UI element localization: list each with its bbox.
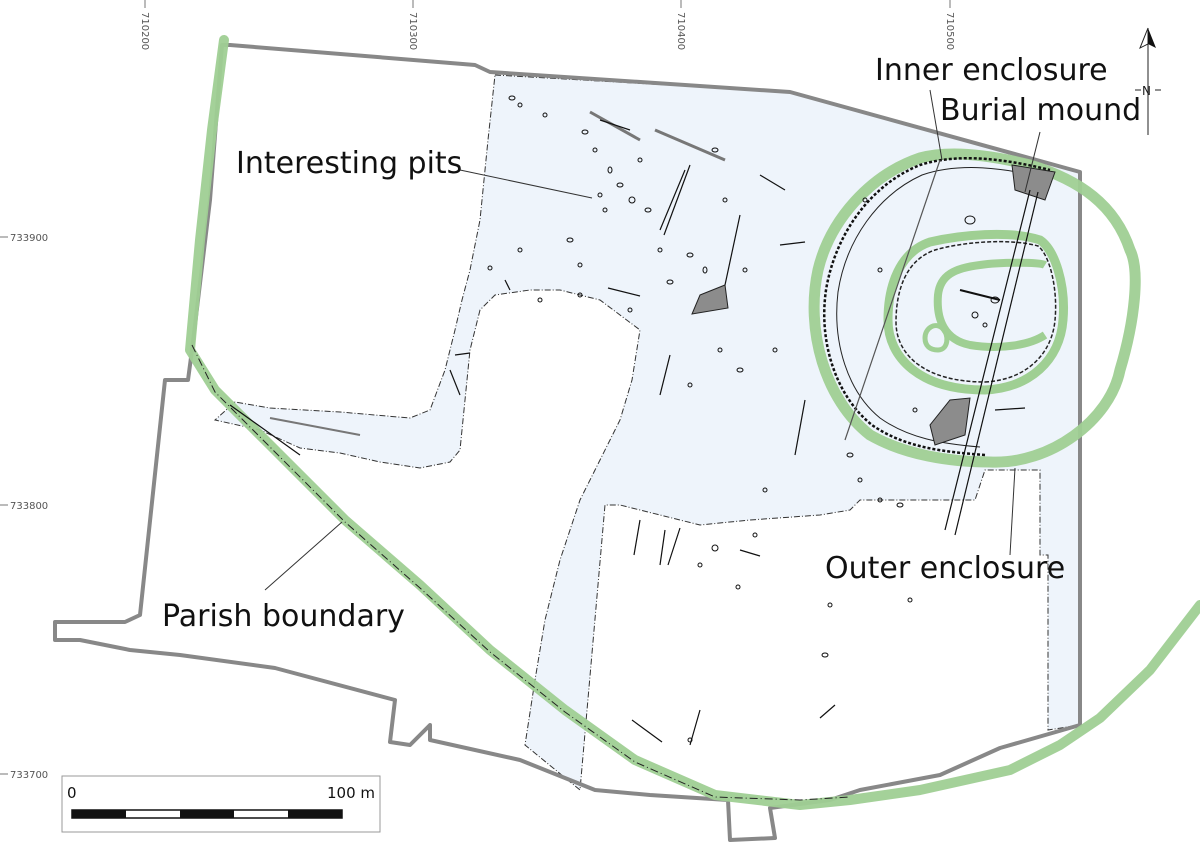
north-arrow-icon: N (1135, 27, 1161, 135)
label-parish-boundary: Parish boundary (162, 599, 405, 634)
label-outer-enclosure: Outer enclosure (825, 551, 1065, 586)
outer-enclosure-ditch-inner (836, 167, 1046, 448)
easting-label: 710500 (944, 12, 955, 50)
scale-bar: 0 100 m (61, 775, 381, 833)
site-boundary (53, 43, 1082, 842)
callout-lines (264, 89, 1041, 591)
northing-label: 733900 (10, 233, 48, 244)
excavation-area (213, 74, 1081, 791)
burial-mound-ring (933, 258, 1048, 351)
label-inner-enclosure: Inner enclosure (875, 53, 1108, 88)
northing-label: 733800 (10, 501, 48, 512)
northing-label: 733700 (10, 770, 48, 781)
grid-easting: 710200 710300 710400 710500 (139, 0, 955, 50)
easting-label: 710200 (139, 12, 150, 50)
inner-enclosure-ring (883, 229, 1068, 395)
inner-enclosure-ditch (895, 240, 1057, 383)
scale-start-label: 0 (67, 784, 77, 802)
easting-label: 710300 (407, 12, 418, 50)
outer-enclosure-ditch (822, 157, 1051, 457)
small-ring-feature (922, 323, 950, 353)
linear-features (229, 110, 1039, 746)
grey-features (691, 164, 1056, 446)
label-interesting-pits: Interesting pits (236, 146, 462, 181)
scale-end-label: 100 m (327, 784, 375, 802)
north-letter: N (1142, 84, 1151, 98)
parish-boundary-line (185, 35, 1200, 810)
pit-features (487, 95, 1000, 743)
label-burial-mound: Burial mound (940, 93, 1141, 128)
grid-northing: 733900 733800 733700 (0, 233, 48, 781)
easting-label: 710400 (675, 12, 686, 50)
